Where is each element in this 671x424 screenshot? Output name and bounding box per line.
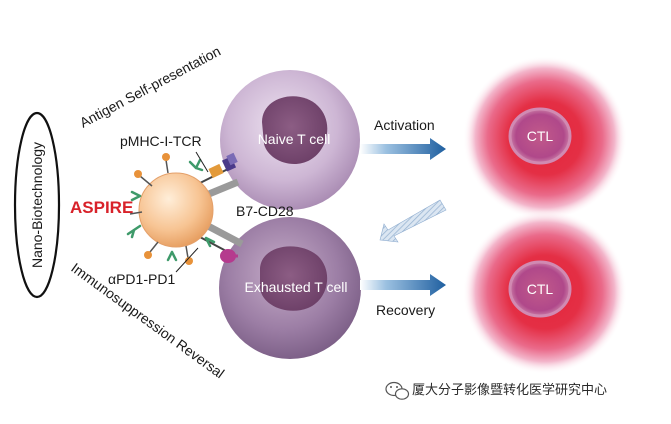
nano-biotech-oval: Nano-Biotechnology <box>13 111 61 299</box>
wechat-icon <box>385 381 410 400</box>
watermark: 厦大分子影像暨转化医学研究中心 <box>385 381 607 400</box>
watermark-text: 厦大分子影像暨转化医学研究中心 <box>412 382 607 398</box>
feedback-arrow <box>379 199 447 243</box>
activation-arrow: Activation <box>360 117 446 160</box>
activation-label: Activation <box>374 117 435 133</box>
apd1-pd1-pointer <box>175 247 199 273</box>
exhausted-t-cell: Exhausted T cell <box>219 217 361 359</box>
naive-t-cell: Naive T cell <box>220 70 360 210</box>
antigen-self-presentation-label: Antigen Self-presentation <box>77 43 223 131</box>
b7-cd28-label: B7-CD28 <box>236 203 294 219</box>
aspire-nanoparticle: ASPIRE <box>70 153 216 265</box>
naive-t-cell-label: Naive T cell <box>258 131 331 147</box>
ctl-top-label: CTL <box>527 128 554 144</box>
pmhc-tcr-pointer <box>195 151 209 173</box>
recovery-arrow: Recovery <box>360 274 446 318</box>
aspire-label: ASPIRE <box>70 198 133 217</box>
recovery-label: Recovery <box>376 302 435 318</box>
apd1-pd1-label: αPD1-PD1 <box>108 271 175 287</box>
ctl-bottom-label: CTL <box>527 281 554 297</box>
ctl-cell-top: CTL <box>463 56 627 220</box>
nano-biotech-label: Nano-Biotechnology <box>29 142 45 268</box>
exhausted-t-cell-label: Exhausted T cell <box>245 279 348 295</box>
ctl-cell-bottom: CTL <box>463 210 627 374</box>
pmhc-tcr-label: pMHC-I-TCR <box>120 133 202 149</box>
